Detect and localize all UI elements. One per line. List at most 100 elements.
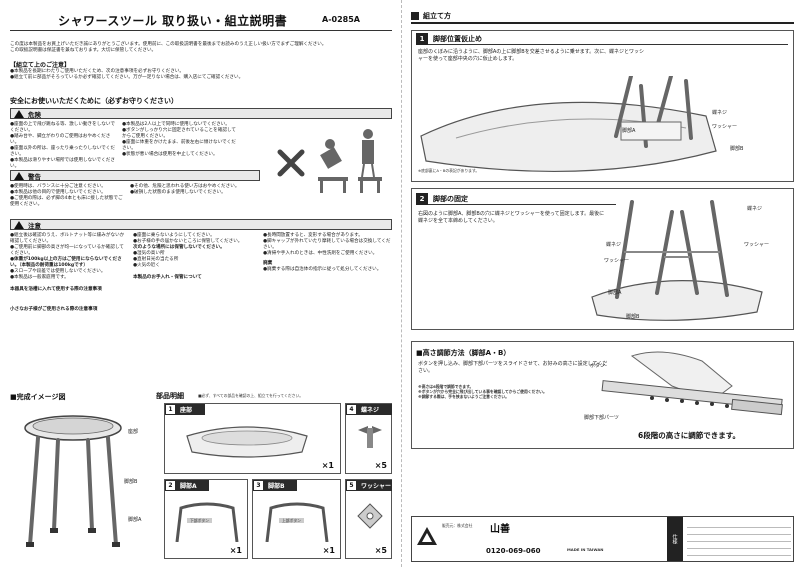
danger-illustration <box>277 129 382 193</box>
warning-item: ●使用時は、バランスに十分ご注意ください。 <box>10 184 106 189</box>
label-butterfly-2: 蝶ネジ <box>606 242 622 248</box>
part-number: 5 <box>346 480 357 491</box>
warning-triangle-icon <box>14 171 24 180</box>
part-name: 座部 <box>180 407 193 414</box>
label-lower-part: 脚部下部パーツ <box>584 415 619 421</box>
part-name: ワッシャー <box>361 483 392 490</box>
label-washer: ワッシャー <box>712 124 738 130</box>
safety-title: 安全にお使いいただくために（必ずお守りください） <box>10 97 178 105</box>
step-title: 脚部位置仮止め <box>433 34 482 43</box>
model-number: A-0285A <box>322 15 360 24</box>
part-qty: ×1 <box>322 546 335 555</box>
step1-illustration <box>420 76 717 172</box>
caution-item: ●体重が100kg以上の方はご使用にならないでください。（本製品の耐荷重は100… <box>10 257 122 268</box>
warning-item: ●その他、危険と思われる使い方はおやめください。 <box>130 184 240 189</box>
complete-image-title: ■完成イメージ図 <box>10 393 66 401</box>
tel-number: 0120-069-060 <box>486 547 541 555</box>
height-note: ※ボタンが穴から完全に飛び出している事を確認してからご使用ください。 <box>418 389 547 394</box>
label-butterfly: 蝶ネジ <box>712 110 728 116</box>
yamazen-logo-icon <box>417 527 437 545</box>
caution-item: ●廃棄する際は自治体の指示に従って処分してください。 <box>263 267 382 272</box>
label-washer-2: ワッシャー <box>604 258 630 264</box>
height-panel: ■高さ調節方法（脚部A・B） ボタンを押し込み、脚部下部パーツをスライドさせて、… <box>411 341 794 449</box>
left-page: シャワースツール 取り扱い・組立説明書 A-0285A この度は本製品をお買上げ… <box>10 14 392 559</box>
legB-part-icon <box>265 502 329 542</box>
height-notes: ※高さは6段階で調節できます。 ※ボタンが穴から完全に飛び出している事を確認して… <box>418 384 588 399</box>
part-tag: 上部ボタン <box>279 518 304 523</box>
intro-line-1: この度は本製品をお買上げいただき誠にありがとうございます。使用前に、この取扱説明… <box>10 42 327 47</box>
legA-part-icon <box>175 502 239 542</box>
assembly-section-title: 組立て方 <box>423 12 451 20</box>
warning-triangle-icon <box>14 220 24 229</box>
step1-text: 座部のくぼみに沿うように、脚部Aの上に脚部Bを交差させるように乗せます。次に、蝶… <box>418 49 645 62</box>
label-washer-1: ワッシャー <box>744 242 770 248</box>
part-name: 蝶ネジ <box>361 407 380 414</box>
part-number: 4 <box>346 404 357 415</box>
caution-item: 廃棄 <box>263 261 273 266</box>
warning-item: ●本製品は他の目的で使用しないでください。 <box>10 190 106 195</box>
spec-table <box>687 521 791 556</box>
danger-item: ●座面以外の所は、座ったり乗ったりしないでください。 <box>10 146 115 157</box>
label-legB: 脚部B <box>124 479 138 485</box>
part-number: 1 <box>165 404 176 415</box>
caution-item: ●湿気の高い所 <box>133 251 165 256</box>
label-legA: 脚部A <box>622 128 636 134</box>
square-bullet-icon <box>411 12 419 20</box>
danger-col1: ●座面の上で飛び跳ねる等、激しい動きをしないでください。 ●踏み台や、脚立がわり… <box>10 122 115 170</box>
part-header: 4 蝶ネジ <box>346 404 392 415</box>
part-number: 3 <box>253 480 264 491</box>
step2-header: 2 脚部の固定 <box>416 192 616 205</box>
caution-item: ●直射日光の当たる所 <box>133 257 179 262</box>
danger-item: ●座面に体重をかけたまま、前後左右に傾けないでください。 <box>122 140 236 151</box>
part-header: 1 座部 <box>165 404 205 415</box>
right-page: 組立て方 1 脚部位置仮止め 座部のくぼみに沿うように、脚部Aの上に脚部Bを交差… <box>401 0 802 567</box>
label-button: ボタン <box>590 363 606 369</box>
title-divider <box>10 30 392 31</box>
height-illustration <box>601 351 783 416</box>
part-qty: ×1 <box>229 546 242 555</box>
assembly-note-1: ●本製品を長期にわたりご使用いただくため、次の注意事項を必ずお守りください。 <box>10 69 184 74</box>
care-section-title: 本製品のお手入れ・保管について <box>133 275 202 280</box>
height-title: ■高さ調節方法（脚部A・B） <box>416 349 511 357</box>
step-number: 1 <box>416 32 428 45</box>
danger-item: ●本製品は2人以上で同時に使用しないでください。 <box>122 122 230 127</box>
footer-panel: 販売元：株式会社 山善 0120-069-060 MADE IN TAIWAN … <box>411 516 794 562</box>
assembly-note-2: ●組立て前に部品がそろっているか必ず確認してください。万が一足りない場合は、購入… <box>10 75 244 80</box>
caution-item: ●スロープや段差では使用しないでください。 <box>10 269 106 274</box>
part-name: 脚部B <box>268 483 285 490</box>
danger-bar: 危険 <box>10 108 392 119</box>
caution-bar: 注意 <box>10 219 392 230</box>
seller-label: 販売元：株式会社 <box>442 523 473 528</box>
caution-item: 次のような場所には保管しないでください。 <box>133 245 225 250</box>
caution-col3: ●長時間放置すると、変形する場合があります。 ●脚キャップが外れていたり摩耗して… <box>263 233 391 273</box>
parts-title: 部品明細 <box>156 392 184 400</box>
step1-panel: 1 脚部位置仮止め 座部のくぼみに沿うように、脚部Aの上に脚部Bを交差させるよう… <box>411 30 794 182</box>
step2-text: 右図のように脚部A、脚部Bの穴に蝶ネジとワッシャーを使って固定します。最後に蝶ネ… <box>418 211 605 224</box>
part-name: 脚部A <box>180 483 197 490</box>
assembly-notes-title: 【組立て上のご注意】 <box>10 62 71 69</box>
seat-part-icon <box>186 426 308 458</box>
part-qty: ×5 <box>374 461 387 470</box>
parts-note: ■必ず、すべての部品を確認の上、組立てを行ってください。 <box>198 393 304 398</box>
company-name: 山善 <box>490 524 510 535</box>
assembly-section-header: 組立て方 <box>411 10 794 24</box>
warning-item: ●ご使用の際は、必ず脚の4本とも床に接した状態でご使用ください。 <box>10 196 123 207</box>
spec-label: 仕様 <box>667 517 683 561</box>
label-legA: 脚部A <box>128 517 142 523</box>
danger-item: ●本製品は滑りやすい場所では使用しないでください。 <box>10 158 115 169</box>
warning-label: 警告 <box>28 172 41 181</box>
caution-item: ●ご使用前に脚部の高さが均一になっているか確認してください。 <box>10 245 124 256</box>
warning-triangle-icon <box>14 109 24 118</box>
height-note: ※調節する際は、手を挟まないようご注意ください。 <box>418 394 509 399</box>
caution-item: ●本製品は一般家庭用です。 <box>10 275 69 280</box>
label-legB: 脚部B <box>626 314 640 320</box>
danger-item: ●踏み台や、脚立がわりのご使用はおやめください。 <box>10 134 111 145</box>
caution-col1: ●組立後は確認のうえ、ボルトナット等に緩みがないか確認してください。 ●ご使用前… <box>10 233 128 313</box>
height-result: 6段階の高さに調節できます。 <box>638 431 740 440</box>
children-section-title: 小さなお子様がご使用される際の注意事項 <box>10 307 98 312</box>
warning-bar: 警告 <box>10 170 260 181</box>
part-card-4: 4 蝶ネジ ×5 <box>345 403 392 474</box>
